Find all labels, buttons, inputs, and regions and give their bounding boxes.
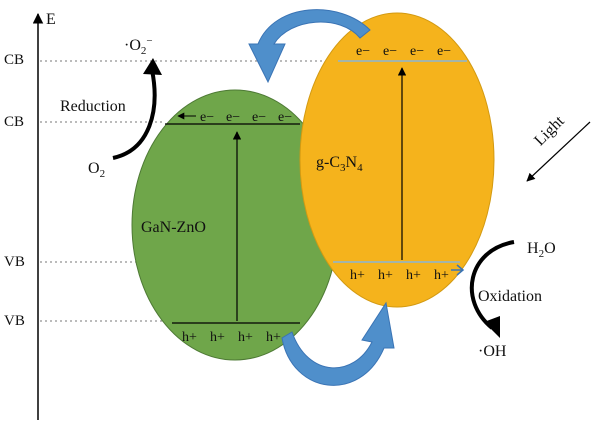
reduction-product-base: ·O (124, 37, 141, 54)
oxidation-reactant-tail: O (544, 240, 556, 257)
reduction-reactant: O2 (88, 160, 105, 180)
gan-zno-vb-hole: h+ (266, 330, 281, 345)
gan-zno-vb-hole: h+ (182, 330, 197, 345)
g-c3n4-label-mid: N (346, 154, 358, 171)
light-arrow (526, 121, 591, 182)
g-c3n4-vb-hole: h+ (378, 268, 393, 283)
level-label-vb-2: VB (4, 313, 25, 329)
g-c3n4-label-sub2: 4 (357, 162, 363, 174)
hole-transfer-arrow (281, 301, 395, 386)
g-c3n4-cb-electron: e− (383, 44, 397, 59)
reduction-reactant-base: O (88, 160, 100, 177)
gan-zno-vb-hole: h+ (238, 330, 253, 345)
reduction-product-sub: 2 (141, 45, 147, 57)
gan-zno-label: GaN-ZnO (141, 219, 206, 236)
g-c3n4-vb-hole: h+ (350, 268, 365, 283)
oxidation-product: ·OH (478, 343, 507, 360)
reduction-product: ·O2− (124, 35, 153, 57)
g-c3n4-label: g-C3N4 (316, 154, 363, 174)
g-c3n4-vb-hole: h+ (434, 268, 449, 283)
g-c3n4-vb-hole: h+ (406, 268, 421, 283)
g-c3n4-label-sub1: 3 (340, 162, 346, 174)
oxidation-reactant-sub: 2 (539, 248, 545, 260)
g-c3n4-cb-electron: e− (356, 44, 370, 59)
gan-zno-vb-hole: h+ (210, 330, 225, 345)
gan-zno-cb-electron: e− (278, 110, 292, 125)
oxidation-reactant-base: H (527, 240, 539, 257)
reduction-arrow (112, 69, 157, 160)
reduction-reactant-sub: 2 (100, 168, 106, 180)
g-c3n4-vb-small-arrow (451, 264, 465, 276)
oxidation-reactant: H2O (527, 240, 556, 260)
g-c3n4-label-prefix: g-C (316, 154, 340, 171)
level-label-vb-1: VB (4, 254, 25, 270)
g-c3n4-cb-electron: e− (437, 44, 451, 59)
level-label-cb-2: CB (4, 114, 24, 130)
light-label: Light (531, 112, 568, 149)
energy-axis-label: E (46, 11, 56, 28)
gan-zno-cb-electron: e− (252, 110, 266, 125)
g-c3n4-cb-electron: e− (410, 44, 424, 59)
oxidation-label: Oxidation (478, 288, 542, 305)
electron-transfer-arrow (248, 9, 371, 84)
reduction-arrow-head (143, 58, 162, 75)
reduction-label: Reduction (60, 98, 126, 115)
reduction-product-sup: − (146, 35, 152, 47)
oxidation-arrow (469, 240, 515, 330)
gan-zno-cb-electron: e− (200, 110, 214, 125)
oxidation-arrow-head (484, 316, 500, 338)
gan-zno-cb-electron: e− (226, 110, 240, 125)
g-c3n4-ellipse (299, 12, 495, 308)
level-label-cb-1: CB (4, 52, 24, 68)
